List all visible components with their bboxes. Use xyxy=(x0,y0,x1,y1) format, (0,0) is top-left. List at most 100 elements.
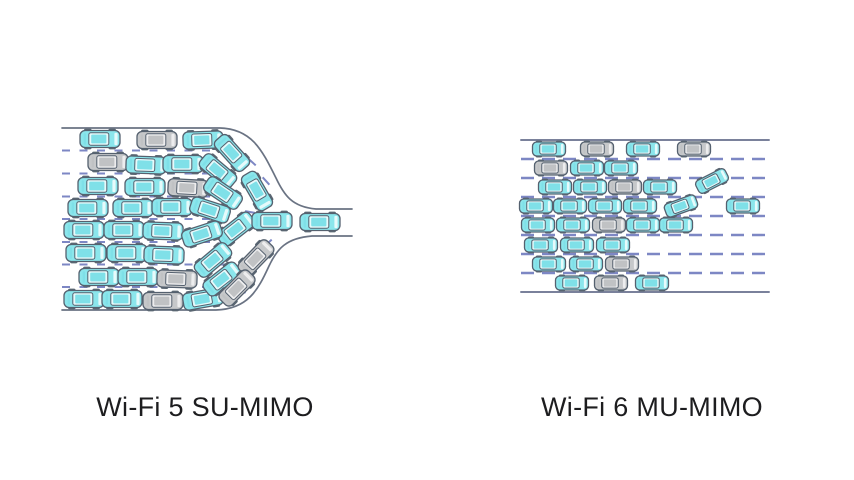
car-front-light xyxy=(214,223,221,236)
car-window xyxy=(547,183,561,191)
car-front-light xyxy=(633,258,637,270)
car-gray xyxy=(604,255,640,273)
car-rear-window xyxy=(192,199,199,211)
car-cyan xyxy=(151,196,193,218)
car-front-light xyxy=(152,270,156,284)
car-cyan xyxy=(77,175,119,197)
car-cyan xyxy=(103,219,145,241)
car-rear-window xyxy=(558,278,561,288)
car-cyan xyxy=(531,255,567,273)
car-rear-window xyxy=(121,271,124,283)
car-window xyxy=(154,226,170,236)
car-window xyxy=(704,175,719,188)
car-cyan xyxy=(202,176,244,210)
car-front-light xyxy=(622,277,626,289)
car-rear-window xyxy=(662,220,665,230)
car-rear-window xyxy=(81,180,84,192)
car-front-light xyxy=(177,225,181,238)
car-rear-window xyxy=(626,201,629,211)
car-window xyxy=(565,221,579,229)
car-cyan xyxy=(112,197,154,219)
car-window xyxy=(203,252,221,269)
car-cyan xyxy=(595,236,631,254)
car-rear-window xyxy=(244,174,255,182)
car-cyan xyxy=(189,195,231,225)
car-cyan xyxy=(523,236,559,254)
car-front-light xyxy=(102,201,106,215)
car-window xyxy=(263,216,279,226)
car-window xyxy=(75,225,91,235)
car-window xyxy=(90,272,106,282)
car-window xyxy=(174,159,190,169)
car-gray xyxy=(591,216,627,234)
car-front-light xyxy=(112,179,116,193)
car-cyan xyxy=(101,288,143,310)
car-rear-window xyxy=(147,248,151,261)
car-cyan xyxy=(117,266,159,288)
car-front-light xyxy=(654,219,658,231)
car-gray xyxy=(593,274,629,292)
wifi6-mu-mimo-multilane-road xyxy=(518,139,770,293)
car-window xyxy=(113,294,129,304)
car-rear-window xyxy=(82,271,85,283)
car-window xyxy=(200,203,218,216)
car-rear-window xyxy=(197,264,206,275)
car-front-light xyxy=(671,181,675,193)
car-front-light xyxy=(98,292,102,306)
car-gray xyxy=(156,268,198,290)
car-rear-window xyxy=(186,295,191,308)
car-window xyxy=(543,164,557,172)
car-cyan xyxy=(181,219,223,249)
car-window xyxy=(589,145,603,153)
car-rear-window xyxy=(607,163,610,173)
car-front-light xyxy=(113,270,117,284)
road-edge-line xyxy=(61,235,353,311)
car-window xyxy=(673,201,687,212)
car-cyan xyxy=(182,129,224,151)
car-rear-window xyxy=(129,158,133,171)
car-rear-window xyxy=(105,293,108,305)
car-front-light xyxy=(259,200,271,209)
car-cyan xyxy=(162,153,204,175)
car-rear-window xyxy=(573,163,576,173)
car-front-light xyxy=(620,219,624,231)
car-window xyxy=(668,221,682,229)
car-cyan xyxy=(694,167,730,195)
car-rear-window xyxy=(541,182,544,192)
car-front-light xyxy=(583,277,587,289)
car-rear-window xyxy=(698,182,704,192)
car-window xyxy=(129,272,145,282)
car-window xyxy=(569,241,583,249)
car-window xyxy=(124,203,140,213)
car-window xyxy=(686,145,700,153)
car-rear-window xyxy=(524,220,527,230)
car-front-light xyxy=(632,162,636,174)
car-window xyxy=(601,221,615,229)
car-window xyxy=(179,183,195,193)
road-edge-line xyxy=(61,127,353,210)
car-window xyxy=(541,145,555,153)
car-rear-window xyxy=(146,224,150,237)
car-front-light xyxy=(222,208,229,221)
car-window xyxy=(136,182,152,192)
car-window xyxy=(137,160,153,170)
car-window xyxy=(79,203,95,213)
car-cyan xyxy=(603,159,639,177)
car-rear-window xyxy=(166,158,169,170)
car-cyan xyxy=(65,242,107,264)
car-front-light xyxy=(243,271,254,282)
car-cyan xyxy=(559,236,595,254)
car-cyan xyxy=(251,210,293,232)
car-gray xyxy=(167,176,209,200)
car-cyan xyxy=(552,197,588,215)
car-window xyxy=(91,134,107,144)
car-front-light xyxy=(334,215,338,229)
car-rear-window xyxy=(67,224,70,236)
car-rear-window xyxy=(206,179,215,190)
car-cyan xyxy=(213,133,251,173)
car-rear-window xyxy=(221,294,231,304)
car-rear-window xyxy=(611,182,614,192)
car-window xyxy=(154,296,170,306)
car-front-light xyxy=(597,258,601,270)
car-rear-window xyxy=(535,259,538,269)
